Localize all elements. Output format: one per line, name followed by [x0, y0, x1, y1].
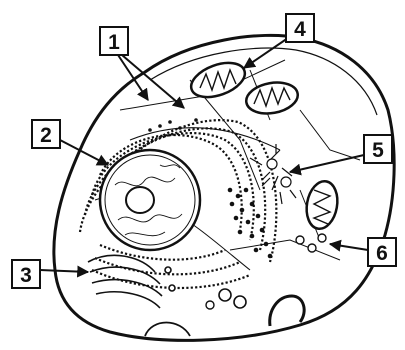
mitochondrion-top	[187, 56, 250, 103]
label-2: 2	[32, 120, 60, 148]
callout-6-arrow	[330, 244, 368, 250]
callout-1-arrows	[118, 55, 184, 108]
endocytosis-pocket	[270, 296, 304, 326]
nucleolus	[126, 187, 154, 213]
callout-3-arrow	[40, 270, 88, 272]
label-4-text: 4	[294, 18, 306, 41]
label-2-text: 2	[40, 124, 52, 147]
label-1: 1	[100, 27, 128, 55]
mitochondrion-lower	[303, 179, 341, 231]
golgi-apparatus	[88, 255, 175, 308]
label-6-text: 6	[376, 242, 388, 265]
label-4: 4	[286, 14, 314, 42]
callout-5-arrow	[290, 155, 364, 172]
label-5: 5	[364, 135, 392, 163]
mitochondrion-right	[244, 79, 300, 118]
label-5-text: 5	[372, 139, 384, 162]
label-1-text: 1	[108, 31, 120, 54]
label-3-text: 3	[20, 264, 32, 287]
callout-4-arrow	[244, 38, 288, 68]
label-6: 6	[368, 238, 396, 266]
label-3: 3	[12, 260, 40, 288]
vacuole	[145, 323, 190, 337]
